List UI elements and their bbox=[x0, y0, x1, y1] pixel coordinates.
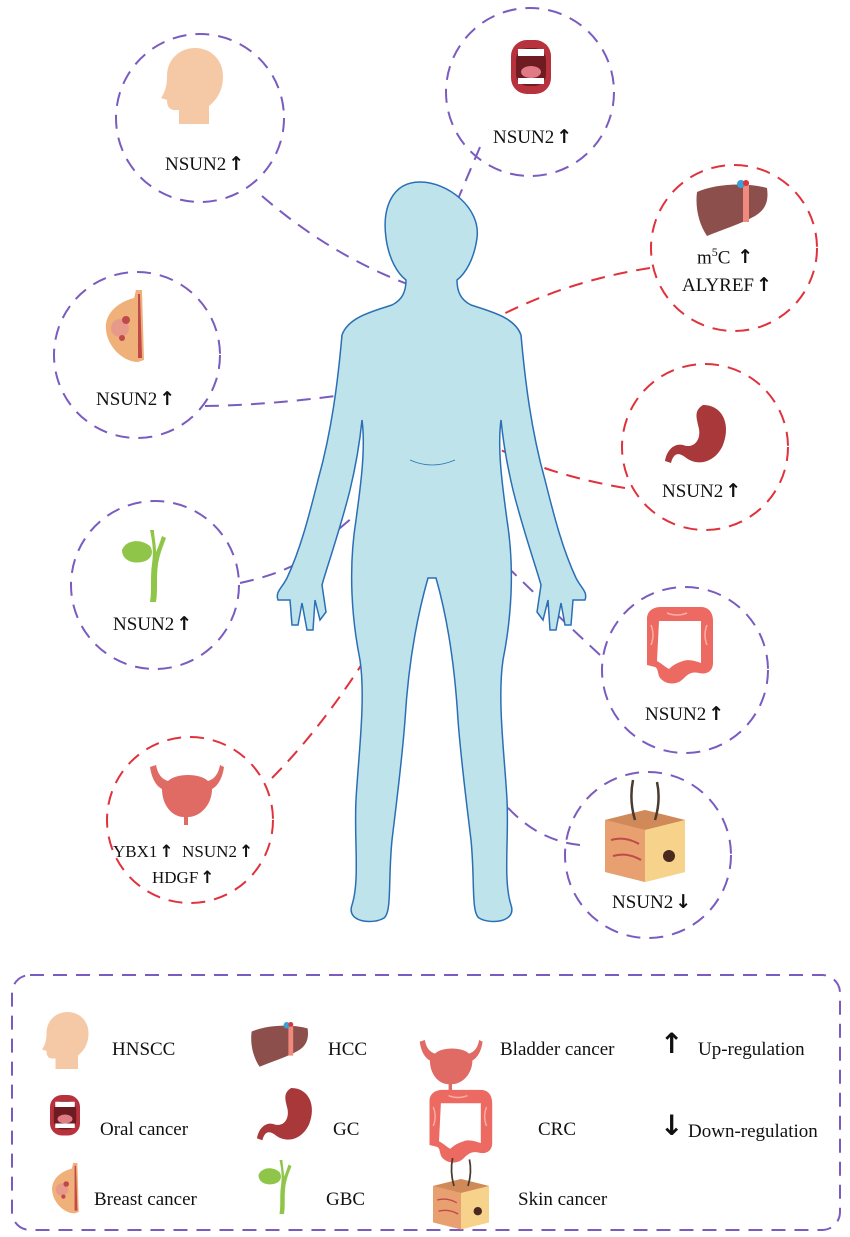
bladder-label-line1: YBX1↑ NSUN2↑ bbox=[113, 843, 253, 861]
skin-label: NSUN2↓ bbox=[612, 893, 691, 912]
legend-oral: Oral cancer bbox=[100, 1120, 188, 1139]
legend-bladder: Bladder cancer bbox=[500, 1040, 614, 1059]
up-arrow-icon: ↑ bbox=[159, 844, 173, 861]
up-arrow-icon: ↑ bbox=[200, 870, 214, 887]
up-arrow-icon: ↑ bbox=[756, 276, 772, 295]
gallbladder-icon bbox=[122, 530, 166, 602]
breast-gene: NSUN2 bbox=[96, 389, 157, 410]
oral-label: NSUN2↑ bbox=[493, 128, 572, 147]
legend-crc: CRC bbox=[538, 1120, 576, 1139]
skin-icon bbox=[605, 780, 685, 882]
up-arrow-icon: ↑ bbox=[176, 615, 192, 634]
legend-liver-icon bbox=[251, 1022, 308, 1067]
legend-breast: Breast cancer bbox=[94, 1190, 197, 1209]
oral-gene: NSUN2 bbox=[493, 127, 554, 148]
legend-hcc: HCC bbox=[328, 1040, 367, 1059]
crc-label: NSUN2↑ bbox=[645, 705, 724, 724]
gc-label: NSUN2↑ bbox=[662, 482, 741, 501]
mouth-icon bbox=[511, 40, 551, 94]
legend-gc: GC bbox=[333, 1120, 359, 1139]
legend-down-regulation: Down-regulation bbox=[688, 1122, 818, 1141]
body-silhouette bbox=[277, 182, 585, 922]
up-arrow-icon: ↑ bbox=[660, 1030, 683, 1058]
human-body-figure bbox=[277, 182, 585, 922]
bladder-label-line2: HDGF↑ bbox=[152, 869, 215, 887]
hnscc-label: NSUN2↑ bbox=[165, 155, 244, 174]
stomach-icon bbox=[665, 405, 726, 463]
legend-hnscc: HNSCC bbox=[112, 1040, 175, 1059]
legend-head-icon bbox=[42, 1012, 89, 1069]
legend-bladder-icon bbox=[420, 1040, 483, 1091]
hcc-alyref: ALYREF bbox=[682, 275, 754, 296]
crc-gene: NSUN2 bbox=[645, 704, 706, 725]
breast-label: NSUN2↑ bbox=[96, 390, 175, 409]
legend-colon-icon bbox=[430, 1090, 493, 1163]
up-arrow-icon: ↑ bbox=[556, 128, 572, 147]
breast-icon bbox=[106, 290, 144, 362]
legend-up-regulation: Up-regulation bbox=[698, 1040, 805, 1059]
legend-skin-icon bbox=[433, 1158, 489, 1229]
head-icon bbox=[161, 48, 223, 124]
hnscc-gene: NSUN2 bbox=[165, 154, 226, 175]
up-arrow-icon: ↑ bbox=[159, 390, 175, 409]
hcc-m: m bbox=[697, 247, 712, 268]
down-arrow-icon: ↓ bbox=[660, 1112, 683, 1140]
hcc-c: C bbox=[718, 247, 731, 268]
legend-gbc: GBC bbox=[326, 1190, 365, 1209]
legend-stomach-icon bbox=[257, 1088, 312, 1140]
legend-mouth-icon bbox=[50, 1095, 80, 1136]
bladder-ybx1: YBX1 bbox=[113, 842, 157, 861]
hcc-label-line1: m5C ↑ bbox=[697, 246, 753, 267]
gbc-label: NSUN2↑ bbox=[113, 615, 192, 634]
up-arrow-icon: ↑ bbox=[737, 248, 753, 267]
bladder-nsun2: NSUN2 bbox=[182, 842, 237, 861]
legend-gallbladder-icon bbox=[259, 1160, 292, 1214]
gbc-gene: NSUN2 bbox=[113, 614, 174, 635]
legend-breast-icon bbox=[52, 1163, 79, 1213]
up-arrow-icon: ↑ bbox=[708, 705, 724, 724]
skin-gene: NSUN2 bbox=[612, 892, 673, 913]
gc-gene: NSUN2 bbox=[662, 481, 723, 502]
bladder-hdgf: HDGF bbox=[152, 868, 198, 887]
bladder-icon bbox=[150, 765, 224, 825]
up-arrow-icon: ↑ bbox=[725, 482, 741, 501]
down-arrow-icon: ↓ bbox=[675, 893, 691, 912]
legend-skin: Skin cancer bbox=[518, 1190, 607, 1209]
colon-icon bbox=[647, 607, 713, 684]
up-arrow-icon: ↑ bbox=[228, 155, 244, 174]
up-arrow-icon: ↑ bbox=[239, 844, 253, 861]
liver-icon bbox=[696, 180, 767, 236]
hcc-label-line2: ALYREF↑ bbox=[682, 276, 772, 295]
